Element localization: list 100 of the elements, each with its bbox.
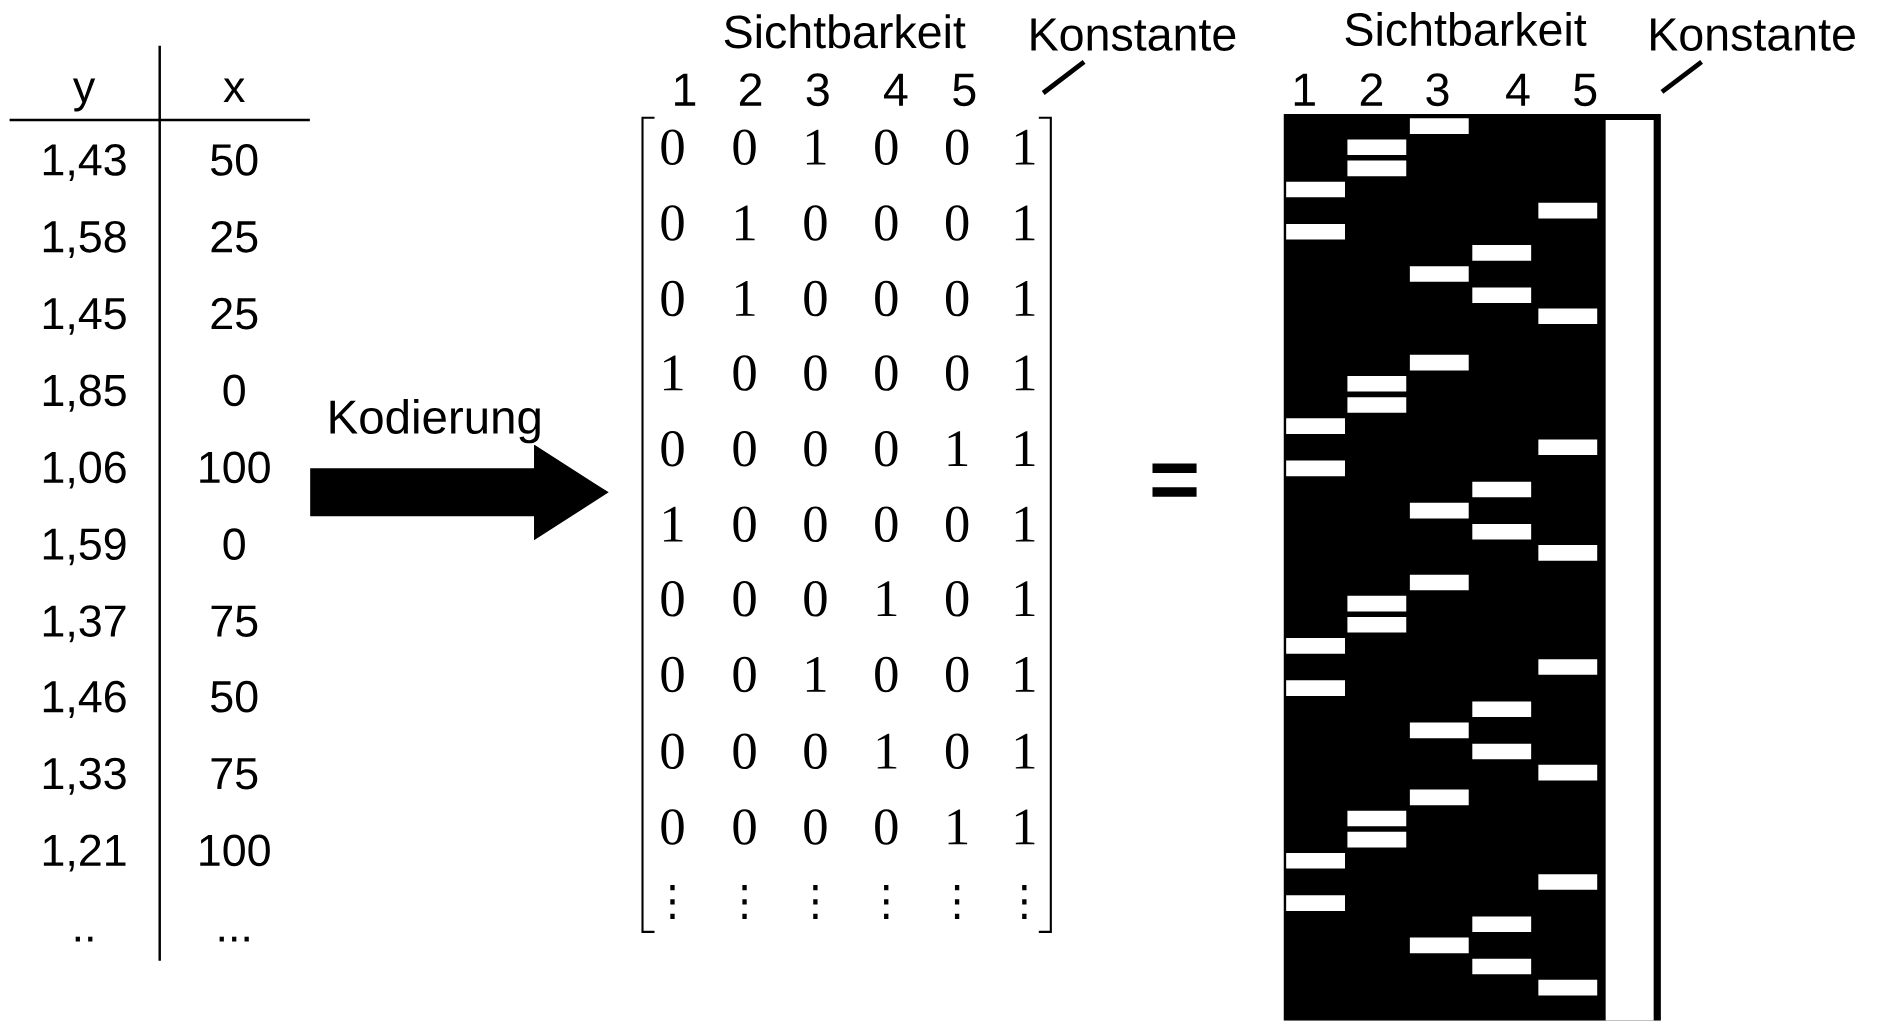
matrix-entry: 0 xyxy=(661,656,684,693)
matrix-entry: 0 xyxy=(733,581,756,617)
matrix-entry: 0 xyxy=(804,205,827,241)
table-cell: 1,45 xyxy=(43,298,126,335)
matrix-entry: 0 xyxy=(945,733,969,770)
table-cell: 1,06 xyxy=(43,451,126,489)
matrix-entry: 0 xyxy=(875,355,898,391)
matrix-entry: 0 xyxy=(661,280,684,317)
vertical-ellipsis: ⋮ xyxy=(884,885,889,920)
table-cell: 75 xyxy=(211,758,258,790)
matrix-bracket-pair xyxy=(641,116,1052,934)
table-cell: 0 xyxy=(223,374,245,407)
table-cell: 1,37 xyxy=(43,605,126,643)
matrix-entry: 0 xyxy=(804,581,827,617)
axis-heading: Sichtbarkeit xyxy=(1345,12,1587,47)
matrix-entry: 1 xyxy=(1015,205,1035,241)
matrix-entry: 0 xyxy=(875,280,898,317)
matrix-entry: 0 xyxy=(945,355,969,391)
vertical-ellipsis: ⋮ xyxy=(813,885,818,920)
column-number: 5 xyxy=(1574,73,1597,107)
vertical-ellipsis: ⋮ xyxy=(742,885,747,920)
ellipsis: ... xyxy=(219,936,249,942)
matrix-entry: 0 xyxy=(733,656,756,693)
matrix-entry: 0 xyxy=(804,733,827,770)
matrix-entry: 0 xyxy=(733,733,756,770)
matrix-entry: 1 xyxy=(806,657,826,692)
table-rules xyxy=(9,45,310,961)
column-number: 1 xyxy=(1294,73,1315,106)
matrix-entry: 0 xyxy=(733,431,756,467)
matrix-entry: 0 xyxy=(661,809,684,845)
matrix-entry: 0 xyxy=(804,809,827,845)
equals-sign: = xyxy=(1152,463,1197,497)
column-number: 4 xyxy=(1506,73,1530,106)
matrix-entry: 0 xyxy=(875,809,898,845)
table-cell: 1,43 xyxy=(43,144,126,182)
matrix-entry: 0 xyxy=(875,431,898,467)
matrix-entry: 0 xyxy=(945,280,969,317)
matrix-entry: 0 xyxy=(945,129,969,166)
matrix-entry: 1 xyxy=(736,281,755,316)
matrix-entry: 1 xyxy=(1015,581,1035,617)
matrix-entry: 1 xyxy=(1015,355,1035,391)
matrix-entry: 0 xyxy=(945,506,969,543)
matrix-entry: 0 xyxy=(661,581,684,617)
matrix-entry: 0 xyxy=(804,280,827,317)
matrix-entry: 0 xyxy=(661,733,684,770)
table-cell: 25 xyxy=(211,297,258,330)
matrix-entry: 1 xyxy=(1015,809,1035,845)
matrix-entry: 1 xyxy=(1015,129,1035,165)
leader-line xyxy=(1660,60,1704,94)
table-cell: 50 xyxy=(211,144,258,176)
table-cell: 1,85 xyxy=(43,374,126,412)
vertical-ellipsis: ⋮ xyxy=(1022,885,1027,920)
matrix-entry: 1 xyxy=(1015,733,1035,769)
table-cell: 25 xyxy=(211,221,258,253)
matrix-entry: 1 xyxy=(948,809,968,845)
table-cell: 75 xyxy=(211,605,258,638)
matrix-entry: 1 xyxy=(1015,431,1035,467)
matrix-entry: 1 xyxy=(806,129,826,165)
table-cell: 0 xyxy=(223,528,245,561)
edge-label: Kodierung xyxy=(324,397,545,446)
matrix-entry: 1 xyxy=(663,355,683,391)
matrix-entry: 0 xyxy=(875,656,898,693)
matrix-entry: 0 xyxy=(945,205,969,241)
matrix-entry: 0 xyxy=(733,355,756,391)
matrix-entry: 1 xyxy=(948,431,968,467)
annotation-text: Konstante xyxy=(1651,18,1855,52)
table-cell: 1,33 xyxy=(43,757,126,795)
matrix-entry: 1 xyxy=(663,506,683,542)
table-cell: 1,59 xyxy=(43,528,126,566)
matrix-entry: 1 xyxy=(736,205,755,241)
axis-heading: Sichtbarkeit xyxy=(724,14,966,49)
matrix-entry: 0 xyxy=(804,431,827,467)
matrix-entry: 1 xyxy=(1015,281,1035,316)
matrix-entry: 0 xyxy=(875,506,898,543)
column-header: y xyxy=(72,78,96,112)
matrix-entry: 0 xyxy=(661,205,684,241)
vertical-ellipsis: ⋮ xyxy=(954,885,960,920)
leader-line xyxy=(1041,60,1086,95)
vertical-ellipsis: ⋮ xyxy=(670,885,675,920)
matrix-entry: 0 xyxy=(945,581,969,617)
matrix-entry: 0 xyxy=(804,506,827,543)
matrix-entry: 1 xyxy=(877,581,897,617)
table-cell: 100 xyxy=(200,451,270,484)
matrix-entry: 0 xyxy=(661,129,684,166)
matrix-entry: 0 xyxy=(733,129,756,166)
matrix-entry: 1 xyxy=(877,733,897,769)
column-header: x xyxy=(223,78,245,103)
table-cell: 1,46 xyxy=(43,681,126,718)
matrix-entry: 0 xyxy=(875,205,898,241)
table-cell: 100 xyxy=(200,834,270,867)
matrix-entry: 1 xyxy=(1015,506,1035,542)
table-cell: 50 xyxy=(211,681,258,713)
matrix-entry: 0 xyxy=(733,809,756,845)
matrix-entry: 1 xyxy=(1015,657,1035,692)
column-number: 2 xyxy=(1360,73,1383,106)
matrix-entry: 0 xyxy=(875,129,898,166)
table-cell: 1,58 xyxy=(43,221,126,259)
matrix-entry: 0 xyxy=(733,506,756,543)
matrix-entry: 0 xyxy=(661,431,684,467)
matrix-entry: 0 xyxy=(804,355,827,391)
